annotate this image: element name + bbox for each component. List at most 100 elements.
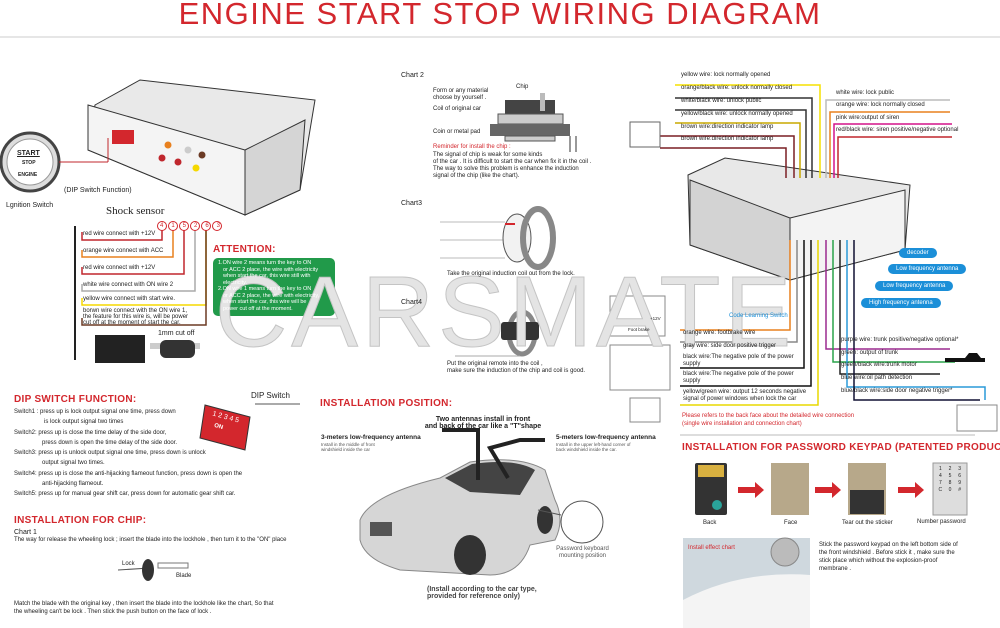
chart2-text: The signal of chip is weak for some kind… [433,152,543,158]
chip-coil-image [490,93,577,152]
wire-label: orange/black wire: unlock normally close… [681,85,793,91]
controller-box-right [687,157,911,281]
chart4-caption: Put the original remote into the coil , [447,361,543,367]
wire-label: supply [683,361,701,367]
wire-number: 2 [193,223,198,229]
reminder-title: Reminder for install the chip : [433,144,511,150]
wire-label: yellow/black wire: unlock normally opene… [681,111,793,117]
dip-line: press down is open the time delay of the… [42,439,178,446]
wire-label: black wire:The negative pole of the powe… [683,354,794,360]
side-door-circuit-box [956,404,998,432]
engine-label: ENGINE [18,172,38,178]
keyboard-position-line: Password keyboard [556,546,609,552]
foot-brake-box [609,295,666,337]
install-note-line: (Install according to the car type, [427,586,537,593]
lock-image [117,559,189,581]
keypad-desc-line: stick place which without the explosion-… [819,558,938,564]
antenna-note-line: and back of the car like a "T"shape [424,423,542,430]
step-label: Back [703,520,717,526]
wire-label: yellow wire: lock normally opened [681,72,771,78]
ignition-switch-label: Lgnition Switch [6,202,54,209]
dip-title: DIP SWITCH FUNCTION: [14,394,137,405]
install-note: (Install according to the car type,provi… [427,586,537,600]
decoder-pill: decoder [899,248,937,258]
controller-box-left [87,79,316,216]
dip-line: Switch1 : press up is lock output signal… [14,409,176,415]
foot-brake-label: Foot brake [628,327,650,332]
wire-number: 3 [216,223,220,229]
dip-line: is lock output signal two times [44,419,124,426]
keypad-desc-line: Stick the password keypad on the left bo… [819,542,958,548]
keypad-desc-line: the front windshield . Before stick it ,… [819,550,955,556]
hf-antenna-pill: High frequency antenna [861,298,941,308]
wiring-note: Please refers to the back face about the… [682,413,855,419]
right-wire-harness [660,84,986,406]
lf-antenna-pill: Low frequency antenna [888,264,967,274]
chart4-caption: make sure the induction of the chip and … [447,368,586,374]
cutoff-label: 1mm cut off [158,330,195,337]
wire-label: red wire connect with +12V [83,265,156,271]
chip-text: The way for release the wheeling lock ; … [14,537,287,543]
wire-label: white wire: lock public [836,90,895,96]
dip-switch-label: DIP Switch [251,391,290,400]
keypad-desc: Stick the password keypad on the left bo… [819,541,958,573]
wire-label: orange wire: footbrake wire [683,330,756,336]
form-label: choose by yourself . [433,95,487,101]
form-label: Form or any material [433,88,489,94]
keypad-key: 5 [948,473,952,479]
lamp-icon-box [629,121,661,148]
wire-number-circles [157,221,222,231]
attention-line: 1.ON wire 2 means turn the key to ON [218,260,312,266]
keypad-key: 6 [958,473,962,479]
attention-line: when start the car, this wire will be [223,299,307,305]
wire-label: red wire connect with +12V [83,231,156,237]
wire-label: supply [683,378,701,384]
code-learning-switch-label: Code Learning Switch [729,313,788,319]
remote-in-coil-image [455,309,539,357]
coin-label: Coin or metal pad [433,129,481,135]
keypad-key: 7 [938,480,942,486]
wire-label: white/black wire: unlock public [681,98,762,104]
wire-label: pink wire:output of siren [836,115,900,121]
step-label: Number password [917,519,966,525]
start-label: START [17,150,40,157]
wire-label: purple wire: trunk positive/negative opt… [841,337,959,343]
antenna-3m-sub: Install in the middle of front [321,442,375,447]
dip-line: anti-hijacking flameout. [42,481,104,488]
attention-title: ATTENTION: [213,244,276,255]
position-title: INSTALLATION POSITION: [320,398,453,409]
page-title: ENGINE START STOP WIRING DIAGRAM [178,0,822,31]
wire-label: green: output of trunk [841,350,899,356]
wiring-note: (single wire installation and connection… [682,421,802,427]
keypad-desc-line: membrane . [819,566,852,572]
shock-sensor-label: Shock sensor [106,205,165,217]
wire-label: signal of power windows when lock the ca… [683,396,797,402]
chart1-title: Chart 1 [14,529,37,536]
blade-label: Blade [176,573,192,579]
wire-label: black wire:The negative pole of the powe… [683,371,794,377]
antenna-5m-label: 5-meters low-frequency antenna [556,434,656,441]
step-label: Face [784,520,798,526]
keypad-key: 3 [958,466,962,472]
keypad-face-image [771,463,809,515]
dip-function-list: Switch1 : press up is lock output signal… [14,407,242,500]
wire-label: orange wire connect with ACC [83,248,164,254]
antenna-5m-sub: back windshield inside the car. [556,447,617,452]
remote-key [95,335,200,363]
stop-label: STOP [22,160,36,166]
dip-line: Switch3: press up is unlock output signa… [14,450,206,457]
keypad-key: 8 [948,480,952,486]
keypad-key: 2 [948,466,952,472]
chip-text: Match the blade with the original key , … [14,601,274,607]
wire-label: blue/black wire:side door negative trigg… [841,388,953,394]
wire-number: 4 [160,223,164,229]
chip-label: Chip [516,84,529,90]
chip-text: the wheeling can't be lock . Then stick … [14,609,212,615]
chart3-title: Chart3 [401,200,423,207]
wire-label: gray wire: side door positive trigger [683,343,777,349]
lf-antenna-pill: Low frequency antenna [875,281,954,291]
